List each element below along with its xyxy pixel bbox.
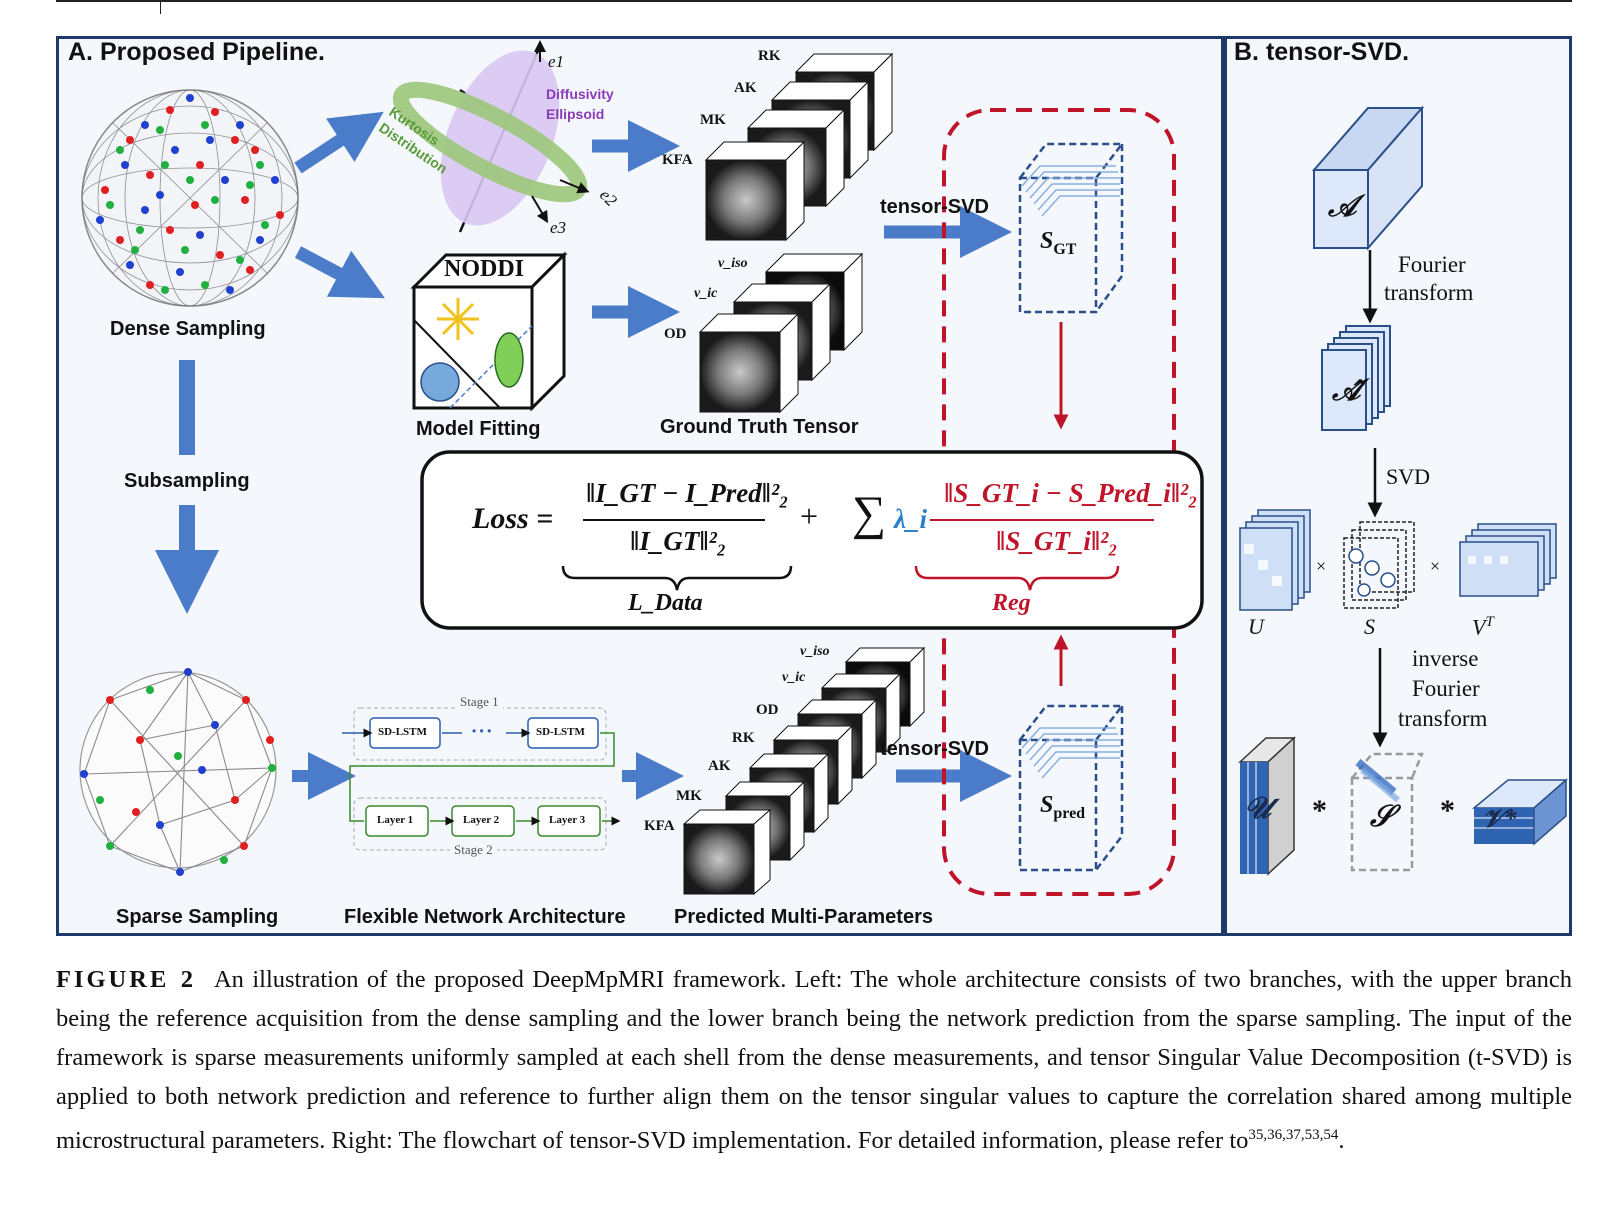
caption-text: An illustration of the proposed DeepMpMR… [56,966,1572,1155]
fourier-label-1: Fourier [1398,252,1466,277]
top-rule [56,0,1572,2]
layer-1: Layer 1 [377,814,414,826]
noddi-map-stack [698,252,864,414]
pred-label-kfa: KFA [644,818,675,834]
loss-plus: + [800,498,819,534]
s-gt-label: SGT [1040,228,1076,259]
network-diagram [342,707,621,851]
loss-data-numerator: ‖I_GT − I_Pred‖²₂ [586,478,789,508]
loss-reg-numerator: ‖S_GT_i − S_Pred_i‖²₂ [944,478,1198,508]
svd-label: SVD [1386,464,1431,489]
s-pred-tensor-icon [1018,704,1125,872]
vt-label: VT [1472,614,1494,640]
tensor-svd-label-bottom: tensor-SVD [880,738,989,760]
flexible-network-label: Flexible Network Architecture [344,906,626,928]
map-label-ak: AK [734,80,757,96]
sparse-sphere-icon [79,668,277,876]
vt-superscript: T [1485,614,1494,630]
tsvd-a-hat-symbol: 𝒜̂ [1332,374,1361,407]
loss-data-denominator: ‖I_GT‖²₂ [630,526,727,556]
axis-e1: e1 [548,52,565,71]
caption-refs: 35,36,37,53,54 [1248,1127,1339,1143]
pred-label-vic: v_ic [782,670,806,685]
u-tensor-symbol: 𝒰 [1244,792,1271,825]
fourier-label-2: transform [1384,280,1474,305]
layer-2: Layer 2 [463,814,500,826]
u-label: U [1248,614,1264,639]
map-label-od: OD [664,326,687,342]
pred-label-rk: RK [732,730,755,746]
vt-symbol: V [1472,614,1486,640]
map-label-kfa: KFA [662,152,693,168]
top-rule-tick [160,0,161,14]
times-2: × [1430,556,1441,576]
star-1: * [1312,794,1327,827]
s-gt-subscript: GT [1053,240,1077,258]
panel-b-title: B. tensor-SVD. [1234,38,1410,66]
map-label-rk: RK [758,48,781,64]
stage1-label: Stage 1 [456,694,503,710]
caption-end: . [1338,1127,1345,1155]
predicted-map-stack [682,646,926,896]
stage2-label: Stage 2 [450,842,497,858]
star-2: * [1440,794,1455,827]
layer-3: Layer 3 [549,814,586,826]
sd-lstm-2: SD-LSTM [536,726,585,738]
pred-label-viso: v_iso [800,644,830,659]
inverse-label-1: inverse [1412,646,1479,671]
loss-sum: ∑ [852,487,887,540]
loss-data-term: L_Data [628,590,703,616]
predicted-params-label: Predicted Multi-Parameters [674,906,933,928]
tensor-svd-label-top: tensor-SVD [880,196,989,218]
ground-truth-tensor-label: Ground Truth Tensor [660,416,859,438]
loss-reg-denominator: ‖S_GT_i‖²₂ [996,526,1118,556]
lstm-dots: • • • [472,724,492,738]
s-tensor-symbol: 𝒮 [1370,800,1394,833]
s-gt-symbol: S [1040,228,1054,254]
diffusivity-ellipsoid-icon [392,40,590,233]
dki-map-stack [704,52,894,242]
diffusivity-label-2: Ellipsoid [546,106,605,122]
s-pred-subscript: pred [1053,804,1086,822]
map-label-mk: MK [700,112,726,128]
inverse-label-2: Fourier [1412,676,1480,701]
times-1: × [1316,556,1327,576]
sd-lstm-1: SD-LSTM [378,726,427,738]
dense-sampling-label: Dense Sampling [110,318,266,340]
map-label-vic: v_ic [694,286,718,301]
subsampling-label: Subsampling [124,470,250,493]
pred-label-mk: MK [676,788,702,804]
noddi-glyphs [420,298,524,402]
axis-e3: e3 [550,218,567,237]
tsvd-diagram [1238,105,1568,876]
caption-label: FIGURE 2 [56,966,196,993]
loss-lhs: Loss = [472,502,554,535]
s-pred-label: Spred [1040,792,1085,823]
loss-reg-term: Reg [992,590,1031,616]
inverse-label-3: transform [1398,706,1488,731]
pred-label-od: OD [756,702,779,718]
pred-label-ak: AK [708,758,731,774]
panel-a-title: A. Proposed Pipeline. [68,38,325,66]
sparse-sampling-label: Sparse Sampling [116,906,279,928]
diffusivity-label-1: Diffusivity [546,86,614,102]
s-pred-symbol: S [1040,792,1054,818]
tsvd-a-symbol: 𝒜 [1328,190,1357,223]
loss-lambda: λ_i [894,504,927,534]
s-label: S [1364,614,1375,639]
pipeline-diagram [79,40,1568,896]
v-tensor-symbol: 𝒱* [1482,804,1517,833]
map-label-viso: v_iso [718,256,748,271]
noddi-label: NODDI [444,256,525,282]
dense-sphere-icon [81,89,299,307]
model-fitting-label: Model Fitting [416,418,541,440]
